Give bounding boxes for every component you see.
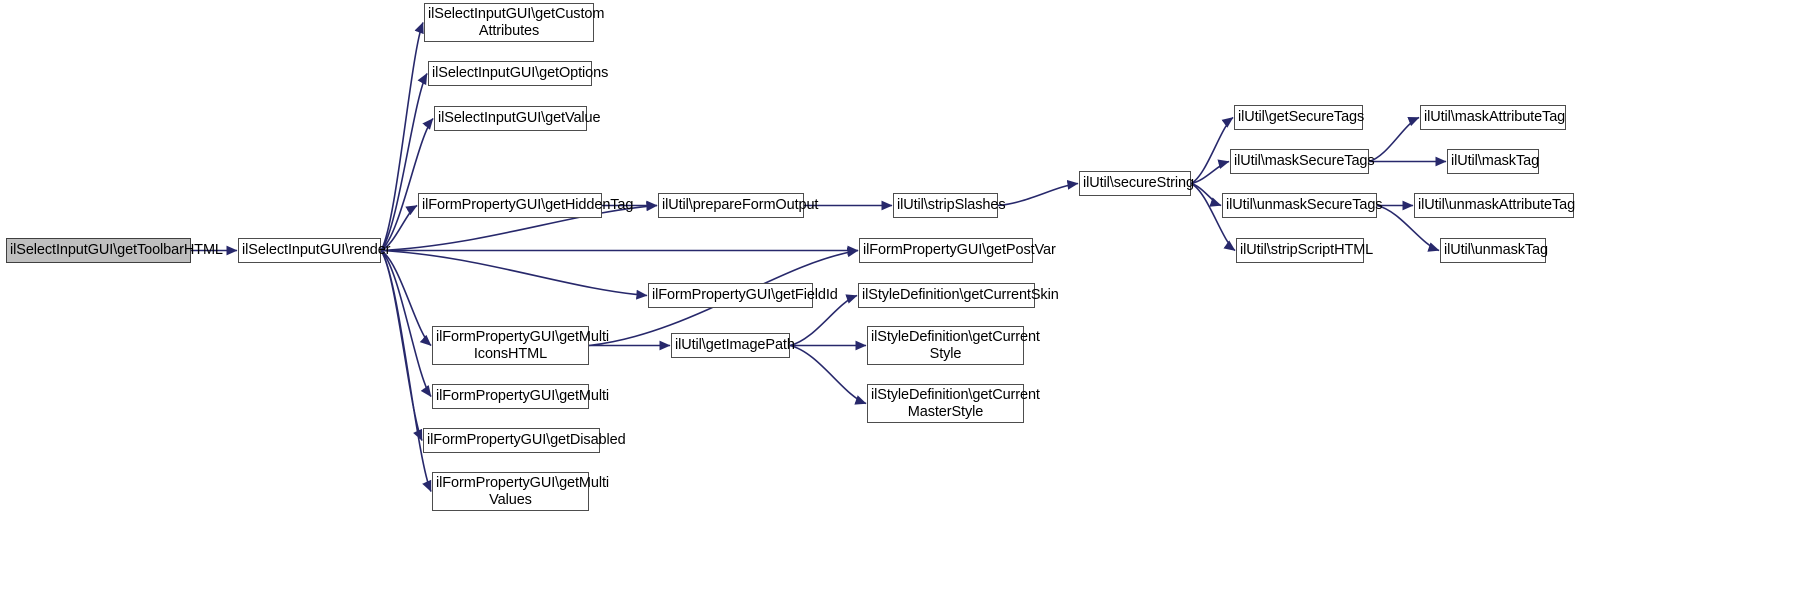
graph-edge-render-to-getValue [380, 117, 434, 252]
graph-node-label: ilFormPropertyGUI\getMulti Values [436, 474, 610, 508]
graph-node-label: ilUtil\maskAttributeTag [1424, 109, 1566, 125]
graph-edge-secureString-to-maskSecureTags [1190, 159, 1230, 185]
graph-node-label: ilStyleDefinition\getCurrentSkin [862, 287, 1059, 303]
graph-edge-getImagePath-to-getCurrentMasterStyle [789, 344, 867, 405]
graph-node-getDisabled[interactable]: ilFormPropertyGUI\getDisabled [423, 428, 626, 453]
graph-edge-maskSecureTags-to-maskAttributeTag [1368, 116, 1420, 163]
graph-node-label: ilUtil\stripSlashes [897, 197, 1006, 213]
graph-node-label: ilSelectInputGUI\getToolbarHTML [10, 242, 223, 258]
graph-node-label: ilFormPropertyGUI\getFieldId [652, 287, 838, 303]
graph-edge-secureString-to-unmaskSecureTags [1190, 182, 1222, 207]
graph-node-getCurrentMasterStyle[interactable]: ilStyleDefinition\getCurrent MasterStyle [867, 384, 1040, 423]
graph-node-label: ilUtil\maskSecureTags [1234, 153, 1375, 169]
graph-node-unmaskSecureTags[interactable]: ilUtil\unmaskSecureTags [1222, 193, 1383, 218]
graph-node-label: ilUtil\stripScriptHTML [1240, 242, 1374, 258]
graph-edge-render-to-getMultiValues [380, 250, 432, 493]
graph-node-label: ilFormPropertyGUI\getMulti [436, 388, 610, 404]
graph-node-getCurrentSkin[interactable]: ilStyleDefinition\getCurrentSkin [858, 283, 1059, 308]
graph-node-unmaskTag[interactable]: ilUtil\unmaskTag [1440, 238, 1548, 263]
graph-node-label: ilUtil\unmaskSecureTags [1226, 197, 1383, 213]
graph-edge-render-to-getOptions [380, 73, 428, 252]
graph-node-label: ilUtil\unmaskAttributeTag [1418, 197, 1576, 213]
graph-node-secureString[interactable]: ilUtil\secureString [1079, 171, 1194, 196]
graph-node-getPostVar[interactable]: ilFormPropertyGUI\getPostVar [859, 238, 1056, 263]
graph-node-getMultiValues[interactable]: ilFormPropertyGUI\getMulti Values [432, 472, 610, 511]
graph-edge-render-to-getCustomAttributes [380, 21, 424, 251]
graph-node-maskAttributeTag[interactable]: ilUtil\maskAttributeTag [1420, 105, 1566, 130]
graph-node-render[interactable]: ilSelectInputGUI\render [238, 238, 391, 263]
graph-node-label: ilStyleDefinition\getCurrent Style [871, 328, 1040, 362]
graph-node-label: ilSelectInputGUI\getOptions [432, 65, 609, 81]
graph-node-maskSecureTags[interactable]: ilUtil\maskSecureTags [1230, 149, 1375, 174]
graph-node-label: ilFormPropertyGUI\getMulti IconsHTML [436, 328, 610, 362]
graph-edge-render-to-getMulti [380, 249, 432, 397]
graph-node-label: ilUtil\secureString [1083, 175, 1194, 191]
graph-node-label: ilUtil\getSecureTags [1238, 109, 1365, 125]
graph-node-stripScriptHTML[interactable]: ilUtil\stripScriptHTML [1236, 238, 1374, 263]
graph-node-getValue[interactable]: ilSelectInputGUI\getValue [434, 106, 601, 131]
graph-node-label: ilUtil\unmaskTag [1444, 242, 1548, 258]
graph-edge-secureString-to-getSecureTags [1190, 116, 1234, 185]
graph-node-label: ilFormPropertyGUI\getPostVar [863, 242, 1056, 258]
graph-node-label: ilUtil\getImagePath [675, 337, 795, 353]
graph-node-label: ilFormPropertyGUI\getDisabled [427, 432, 626, 448]
graph-node-label: ilSelectInputGUI\getValue [438, 110, 601, 126]
graph-node-getOptions[interactable]: ilSelectInputGUI\getOptions [428, 61, 609, 86]
graph-node-unmaskAttributeTag[interactable]: ilUtil\unmaskAttributeTag [1414, 193, 1576, 218]
graph-node-label: ilUtil\prepareFormOutput [662, 197, 819, 213]
graph-node-getMultiIconsHTML[interactable]: ilFormPropertyGUI\getMulti IconsHTML [432, 326, 610, 365]
graph-node-getFieldId[interactable]: ilFormPropertyGUI\getFieldId [648, 283, 838, 308]
graph-edge-stripSlashes-to-secureString [997, 179, 1079, 207]
graph-node-label: ilSelectInputGUI\render [242, 242, 391, 258]
graph-node-getCurrentStyle[interactable]: ilStyleDefinition\getCurrent Style [867, 326, 1040, 365]
graph-node-label: ilFormPropertyGUI\getHiddenTag [422, 197, 634, 213]
graph-node-getCustomAttributes[interactable]: ilSelectInputGUI\getCustom Attributes [424, 3, 605, 42]
graph-node-stripSlashes[interactable]: ilUtil\stripSlashes [893, 193, 1006, 218]
graph-edge-render-to-getMultiIconsHTML [380, 249, 432, 347]
graph-node-label: ilStyleDefinition\getCurrent MasterStyle [871, 386, 1040, 420]
graph-node-getHiddenTag[interactable]: ilFormPropertyGUI\getHiddenTag [418, 193, 634, 218]
graph-node-maskTag[interactable]: ilUtil\maskTag [1447, 149, 1539, 174]
graph-node-prepareFormOutput[interactable]: ilUtil\prepareFormOutput [658, 193, 819, 218]
graph-edge-render-to-getDisabled [380, 250, 423, 442]
graph-node-label: ilSelectInputGUI\getCustom Attributes [428, 5, 605, 39]
graph-node-getMulti[interactable]: ilFormPropertyGUI\getMulti [432, 384, 610, 409]
graph-node-getToolbarHTML[interactable]: ilSelectInputGUI\getToolbarHTML [6, 238, 223, 263]
graph-node-label: ilUtil\maskTag [1451, 153, 1540, 169]
graph-edge-render-to-getFieldId [380, 249, 648, 300]
graph-node-getImagePath[interactable]: ilUtil\getImagePath [671, 333, 795, 358]
graph-node-getSecureTags[interactable]: ilUtil\getSecureTags [1234, 105, 1365, 130]
